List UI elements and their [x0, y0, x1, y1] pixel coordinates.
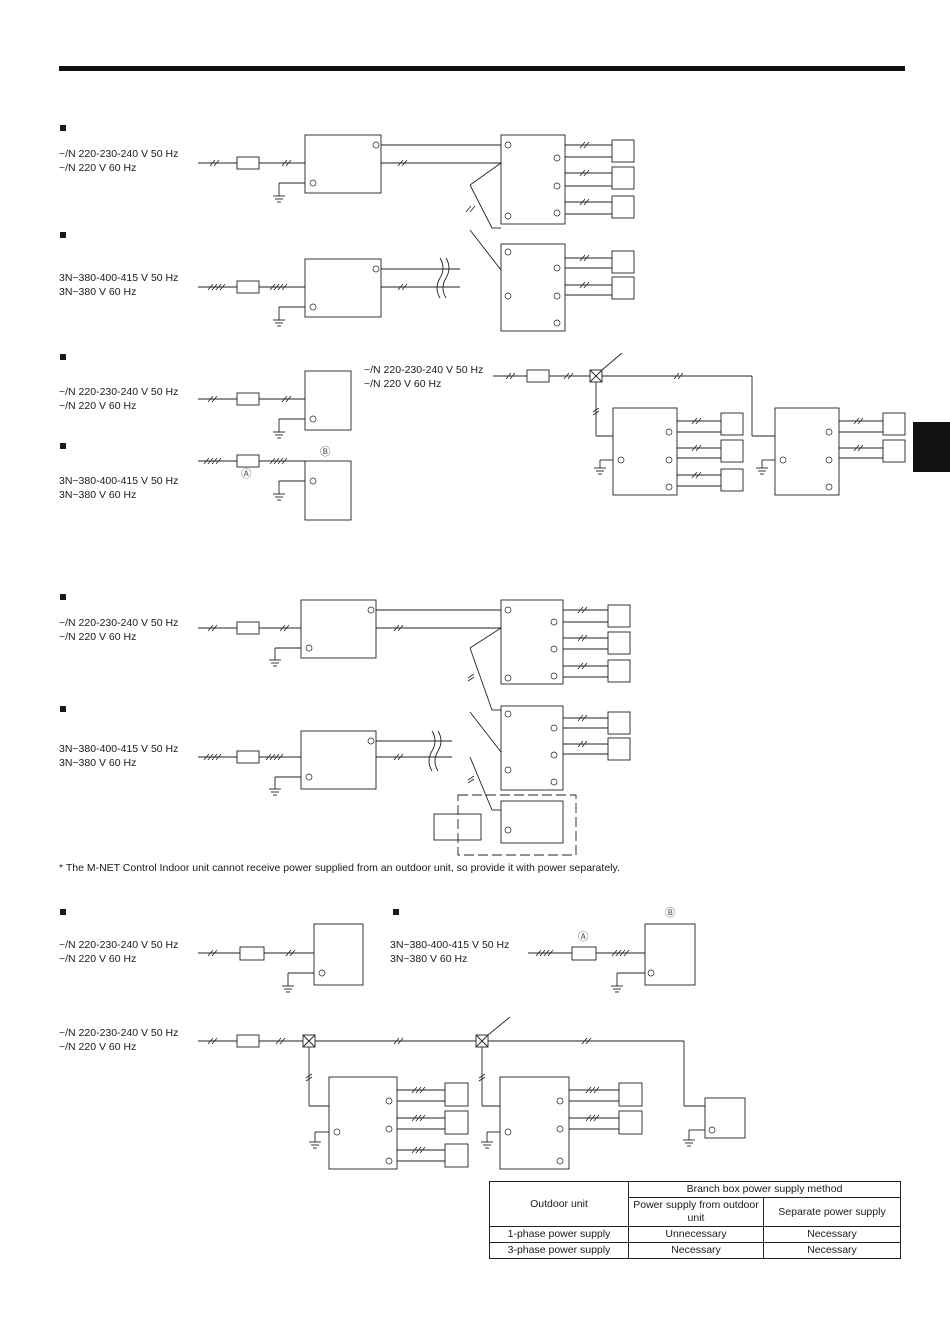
table-cell: Necessary [763, 1226, 901, 1243]
table-col-header: Separate power supply [763, 1197, 901, 1227]
power-supply-table: Outdoor unit Branch box power supply met… [489, 1181, 901, 1259]
section-bullet [60, 909, 66, 915]
marker-b: Ⓑ [320, 446, 331, 458]
voltage-label: 3N~380-400-415 V 50 Hz [59, 475, 179, 487]
section-bullet [60, 232, 66, 238]
section-bullet [60, 443, 66, 449]
voltage-label: ~/N 220-230-240 V 50 Hz [59, 148, 179, 160]
header-rule [59, 66, 905, 71]
table-row: 3-phase power supply Necessary Necessary [489, 1242, 901, 1259]
table-cell: 3-phase power supply [489, 1242, 629, 1259]
voltage-label: ~/N 220-230-240 V 50 Hz [364, 364, 484, 376]
section-bullet [60, 354, 66, 360]
section-bullet [60, 125, 66, 131]
voltage-label: ~/N 220 V 60 Hz [364, 378, 442, 390]
table-col-header: Power supply from outdoor unit [628, 1197, 764, 1227]
section-bullet [60, 706, 66, 712]
voltage-label: ~/N 220-230-240 V 50 Hz [59, 386, 179, 398]
voltage-label: ~/N 220 V 60 Hz [59, 162, 137, 174]
section-bullet [393, 909, 399, 915]
voltage-label: 3N~380-400-415 V 50 Hz [59, 272, 179, 284]
voltage-label: 3N~380 V 60 Hz [390, 953, 468, 965]
table-cell: Unnecessary [628, 1226, 764, 1243]
marker-b: Ⓑ [665, 907, 676, 919]
table-cell: Necessary [628, 1242, 764, 1259]
section-tab [913, 422, 950, 472]
voltage-label: ~/N 220 V 60 Hz [59, 400, 137, 412]
section-bullet [60, 594, 66, 600]
voltage-label: ~/N 220 V 60 Hz [59, 953, 137, 965]
footnote: * The M-NET Control Indoor unit cannot r… [59, 862, 620, 874]
table-cell: Necessary [763, 1242, 901, 1259]
marker-a: Ⓐ [241, 468, 252, 480]
voltage-label: 3N~380-400-415 V 50 Hz [59, 743, 179, 755]
voltage-label: ~/N 220-230-240 V 50 Hz [59, 939, 179, 951]
table-row: 1-phase power supply Unnecessary Necessa… [489, 1226, 901, 1243]
marker-a: Ⓐ [578, 931, 589, 943]
voltage-label: 3N~380 V 60 Hz [59, 489, 137, 501]
voltage-label: ~/N 220-230-240 V 50 Hz [59, 617, 179, 629]
voltage-label: ~/N 220 V 60 Hz [59, 631, 137, 643]
voltage-label: 3N~380 V 60 Hz [59, 286, 137, 298]
table-row-header: Outdoor unit [489, 1181, 629, 1227]
voltage-label: ~/N 220-230-240 V 50 Hz [59, 1027, 179, 1039]
table-group-header: Branch box power supply method [628, 1181, 901, 1198]
table-cell: 1-phase power supply [489, 1226, 629, 1243]
voltage-label: 3N~380 V 60 Hz [59, 757, 137, 769]
voltage-label: ~/N 220 V 60 Hz [59, 1041, 137, 1053]
voltage-label: 3N~380-400-415 V 50 Hz [390, 939, 510, 951]
